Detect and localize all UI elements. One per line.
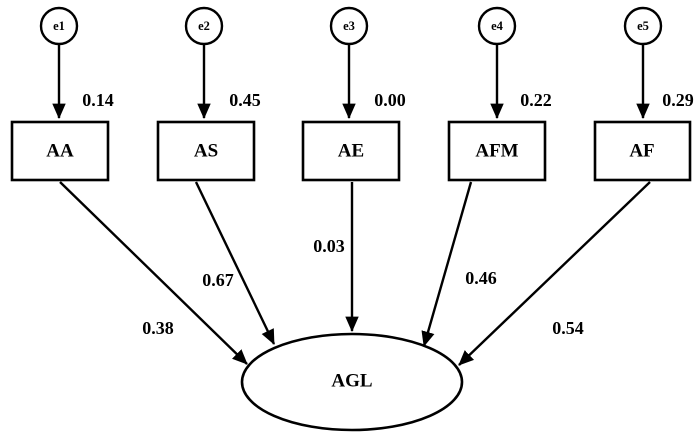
latent-label-agl: AGL [331,370,372,391]
error-variance-label-afm: 0.22 [520,90,552,110]
error-circle-e2[interactable] [184,6,224,46]
error-node-e4[interactable]: e4 [477,6,517,46]
indicator-box-afm[interactable] [447,120,547,182]
latent-node-agl[interactable]: AGL [240,332,464,432]
loading-label-ae-agl: 0.03 [313,236,345,256]
indicator-label-ae: AE [338,140,364,161]
indicator-box-aa[interactable] [10,120,110,182]
loading-arrow-af-agl [458,181,651,366]
error-circle-e3[interactable] [329,6,369,46]
error-node-e2[interactable]: e2 [184,6,224,46]
error-circle-e1[interactable] [39,6,79,46]
error-label-e3: e3 [343,19,355,33]
indicator-node-as[interactable]: AS [156,120,256,182]
error-variance-label-as: 0.45 [229,90,261,110]
loading-arrow-group [59,181,651,366]
error-arrow-group [52,45,650,119]
loading-label-aa-agl: 0.38 [142,318,174,338]
loading-label-afm-agl: 0.46 [465,268,497,288]
error-variance-label-aa: 0.14 [82,90,114,110]
error-circle-e5[interactable] [623,6,663,46]
error-variance-label-af: 0.29 [662,90,694,110]
loading-arrow-as-agl [194,181,276,345]
loading-arrow-aa-agl [59,181,248,365]
indicator-label-aa: AA [46,140,74,161]
indicator-label-as: AS [194,140,218,161]
error-label-e5: e5 [637,19,649,33]
loading-arrow-afm-agl [421,181,473,347]
indicator-label-af: AF [629,140,654,161]
error-circle-e4[interactable] [477,6,517,46]
error-node-e1[interactable]: e1 [39,6,79,46]
loading-label-as-agl: 0.67 [202,270,234,290]
indicator-node-af[interactable]: AF [593,120,692,182]
loading-label-af-agl: 0.54 [552,318,584,338]
error-node-e5[interactable]: e5 [623,6,663,46]
error-label-e1: e1 [53,19,65,33]
latent-ellipse-agl[interactable] [240,332,464,432]
indicator-box-af[interactable] [593,120,692,182]
indicator-node-aa[interactable]: AA [10,120,110,182]
error-node-e3[interactable]: e3 [329,6,369,46]
indicator-box-as[interactable] [156,120,256,182]
error-label-e2: e2 [198,19,210,33]
error-label-e4: e4 [491,19,504,33]
indicator-box-ae[interactable] [301,120,401,182]
indicator-node-afm[interactable]: AFM [447,120,547,182]
indicator-node-ae[interactable]: AE [301,120,401,182]
indicator-label-afm: AFM [475,140,518,161]
error-variance-label-ae: 0.00 [374,90,406,110]
